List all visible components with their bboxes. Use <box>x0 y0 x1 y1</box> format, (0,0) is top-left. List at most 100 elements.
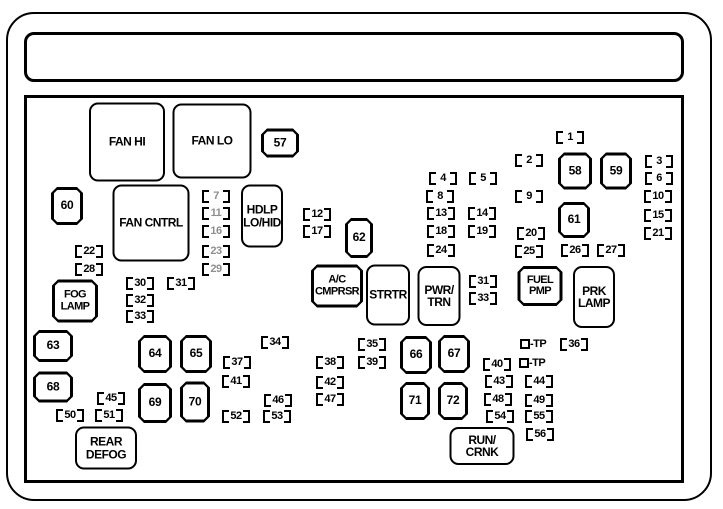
fuse-40: 40 <box>483 357 511 371</box>
fuse-number: 55 <box>533 409 545 422</box>
bracket-right-icon <box>490 291 497 305</box>
fuse-29: 29 <box>202 262 230 276</box>
fuse-number: 34 <box>269 335 281 348</box>
component-label: RUN/CRNK <box>465 432 499 459</box>
relay-57: 57 <box>261 129 299 158</box>
relay-62: 62 <box>345 218 373 258</box>
fuse-22: 22 <box>75 244 103 258</box>
fuse-23: 23 <box>202 244 230 258</box>
bracket-left-icon <box>75 244 82 258</box>
component-label: PWR/TRN <box>424 282 454 309</box>
bracket-left-icon <box>644 208 651 222</box>
fuse-47: 47 <box>316 392 344 406</box>
relay-68: 68 <box>33 372 73 403</box>
bracket-right-icon <box>665 226 672 240</box>
bracket-left-icon <box>222 409 229 423</box>
fuse-52: 52 <box>222 409 250 423</box>
fuse-number: 44 <box>533 374 545 387</box>
fuse-34: 34 <box>261 335 289 349</box>
bracket-left-icon <box>525 393 532 407</box>
component-fanhi: FAN HI <box>89 102 165 182</box>
fuse-12: 12 <box>303 207 331 221</box>
fuse-number: 18 <box>435 224 447 237</box>
fuse-46: 46 <box>264 393 292 407</box>
bracket-right-icon <box>447 189 454 203</box>
fuse-55: 55 <box>525 409 553 423</box>
bracket-right-icon <box>223 224 230 238</box>
fuse-54: 54 <box>486 409 514 423</box>
fuse-14: 14 <box>468 206 496 220</box>
bracket-left-icon <box>202 206 209 220</box>
bracket-left-icon <box>358 355 365 369</box>
bracket-right-icon <box>147 293 154 307</box>
fuse-number: 9 <box>526 189 532 202</box>
component-label: FAN CNTRL <box>119 215 183 230</box>
tp-square-icon <box>519 358 529 368</box>
fuse-19: 19 <box>468 224 496 238</box>
fuse-11: 11 <box>202 206 230 220</box>
fuse-number: 51 <box>103 408 115 421</box>
component-label: 70 <box>188 394 202 409</box>
fuse-number: 13 <box>435 206 447 219</box>
fuse-24: 24 <box>427 243 455 257</box>
bracket-right-icon <box>116 408 123 422</box>
component-label: 58 <box>568 163 582 178</box>
component-label: 60 <box>60 198 74 213</box>
fuse-1: 1 <box>556 130 584 144</box>
fuse-number: 8 <box>437 189 443 202</box>
component-run-crnk: RUN/CRNK <box>449 427 515 465</box>
bracket-left-icon <box>126 309 133 323</box>
tp-label: -TP <box>530 337 547 350</box>
fuse-7: 7 <box>202 189 230 203</box>
fuse-50: 50 <box>56 408 84 422</box>
fuse-number: 46 <box>272 393 284 406</box>
bracket-right-icon <box>448 224 455 238</box>
component-label: 57 <box>273 135 287 150</box>
fuse-9: 9 <box>515 189 543 203</box>
bracket-left-icon <box>515 189 522 203</box>
fuse-number: 40 <box>491 357 503 370</box>
bracket-right-icon <box>618 243 625 257</box>
fuse-13: 13 <box>427 206 455 220</box>
fuse-4: 4 <box>429 171 457 185</box>
bracket-right-icon <box>666 171 673 185</box>
fuse-number: 10 <box>652 189 664 202</box>
fuse-number: 37 <box>231 355 243 368</box>
fuse-42: 42 <box>316 375 344 389</box>
component-fanlo: FAN LO <box>172 103 252 179</box>
bracket-right-icon <box>243 409 250 423</box>
relay-66: 66 <box>400 336 432 374</box>
component-label: 62 <box>352 230 366 245</box>
bracket-right-icon <box>665 189 672 203</box>
fuse-number: 38 <box>324 355 336 368</box>
fuse-number: 23 <box>210 244 222 257</box>
bracket-left-icon <box>426 189 433 203</box>
bracket-right-icon <box>546 409 553 423</box>
tp-marker-1: -TP <box>520 337 547 350</box>
bracket-left-icon <box>358 337 365 351</box>
component-label: STRTR <box>369 287 407 302</box>
fuse-number: 42 <box>324 375 336 388</box>
fuse-18: 18 <box>427 224 455 238</box>
relay-60: 60 <box>51 187 83 225</box>
fuse-number: 31 <box>477 274 489 287</box>
fuse-17: 17 <box>303 224 331 238</box>
bracket-right-icon <box>324 207 331 221</box>
bracket-right-icon <box>147 276 154 290</box>
bracket-left-icon <box>223 355 230 369</box>
fuse-21: 21 <box>644 226 672 240</box>
fuse-number: 25 <box>523 244 535 257</box>
fuse-27: 27 <box>597 243 625 257</box>
bracket-left-icon <box>469 274 476 288</box>
fuse-8: 8 <box>426 189 454 203</box>
bracket-right-icon <box>77 408 84 422</box>
fuse-number: 50 <box>64 408 76 421</box>
bracket-right-icon <box>665 208 672 222</box>
